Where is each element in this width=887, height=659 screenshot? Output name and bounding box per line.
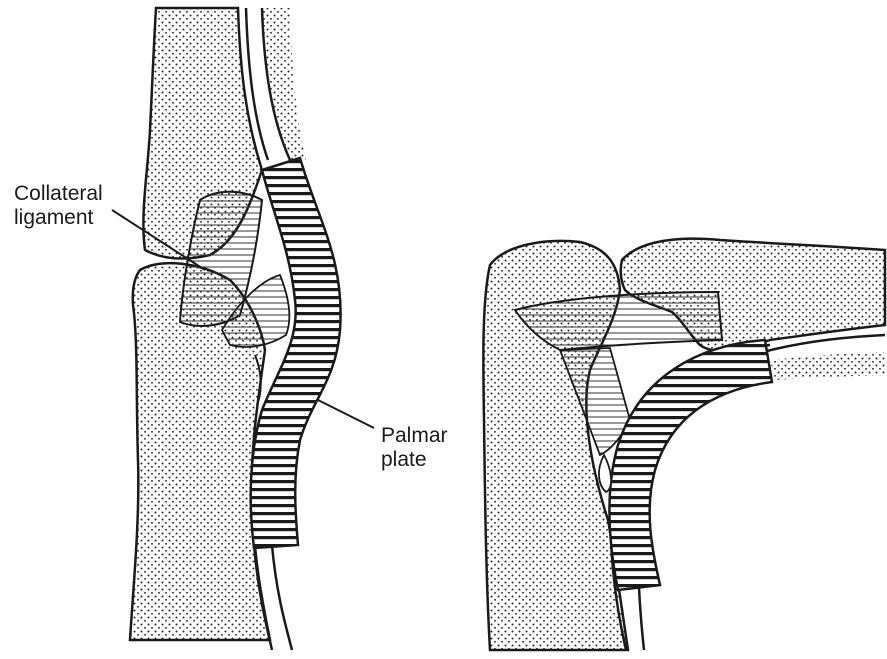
- left-finger-figure: [130, 8, 341, 650]
- palmar-plate-right: [609, 340, 772, 590]
- tendon-line-left-4: [272, 545, 292, 650]
- right-finger-figure: [483, 239, 885, 650]
- collateral-ligament-label-line-1: Collateral: [14, 182, 134, 206]
- leader-palmar: [318, 400, 374, 428]
- collateral-ligament-label: Collateral ligament: [14, 182, 134, 230]
- palmar-plate-label-line-2: plate: [381, 448, 461, 472]
- palmar-plate-label-line-1: Palmar: [381, 424, 461, 448]
- collateral-ligament-label-line-2: ligament: [14, 206, 134, 230]
- palmar-plate-label: Palmar plate: [381, 424, 461, 472]
